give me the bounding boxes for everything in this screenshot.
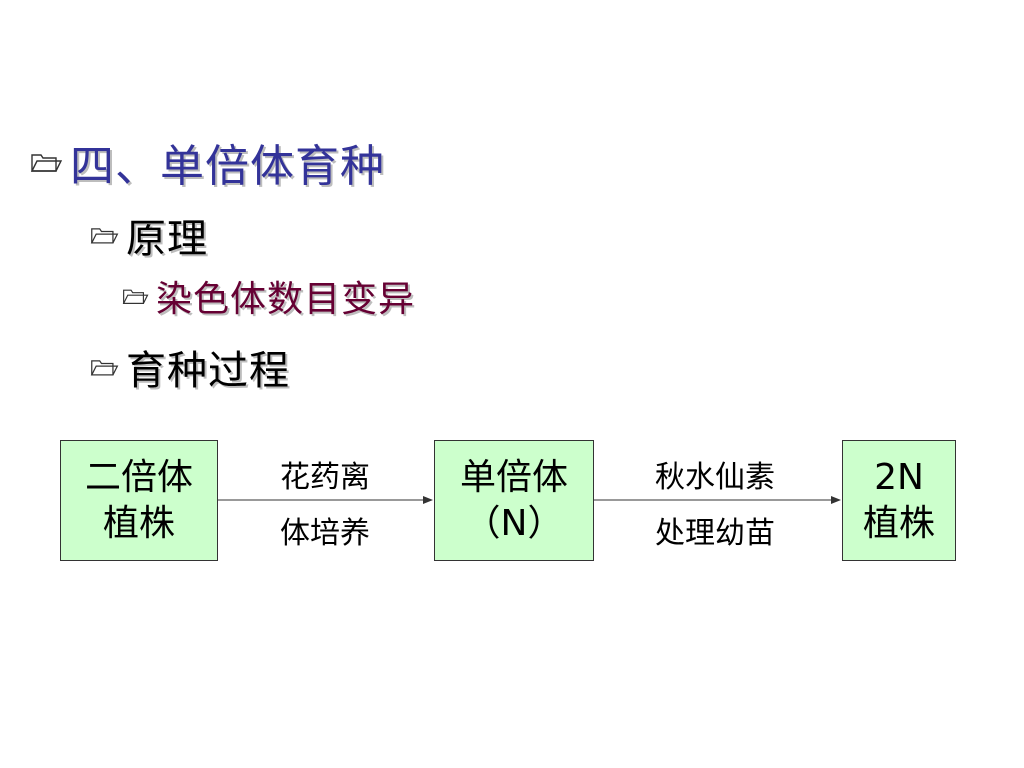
principle-detail-text: 染色体数目变异 [156, 279, 416, 320]
folder-icon [30, 154, 63, 172]
step1-label-bottom: 体培养 [280, 516, 370, 551]
box-label: 二倍体 [84, 456, 193, 498]
step2-label-bottom: 处理幼苗 [655, 516, 775, 551]
box-label: 植株 [862, 502, 935, 544]
outline-item-principle-detail: 染色体数目变异 [122, 270, 415, 322]
principle-text: 原理 [126, 216, 208, 262]
step1-label-top: 花药离 [280, 460, 370, 495]
step2-label-top: 秋水仙素 [655, 460, 775, 495]
folder-icon [90, 360, 119, 376]
diploid-plant-box: 二倍体 植株 [60, 440, 218, 561]
outline-heading: 四、单倍体育种 [30, 130, 385, 194]
box-label: 单倍体 [459, 456, 568, 498]
outline-item-principle: 原理 [90, 206, 208, 264]
process-text: 育种过程 [126, 348, 290, 394]
haploid-box: 单倍体 （N） [434, 440, 594, 561]
box-label: （N） [464, 502, 564, 544]
outline-item-process: 育种过程 [90, 338, 290, 396]
2n-plant-box: 2N 植株 [842, 440, 956, 561]
folder-icon [122, 289, 149, 304]
folder-icon [90, 228, 119, 244]
box-label: 2N [874, 456, 924, 498]
box-label: 植株 [102, 502, 175, 544]
heading-text: 四、单倍体育种 [70, 141, 385, 192]
